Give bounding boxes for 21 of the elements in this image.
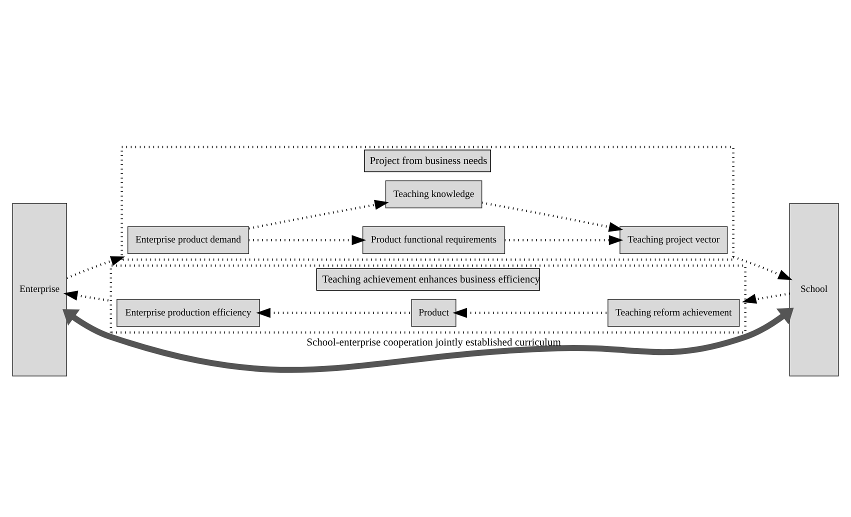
node-box: Teaching reform achievement: [608, 299, 740, 327]
arrow: [732, 256, 792, 280]
arrow: [742, 292, 790, 304]
arrow: [452, 308, 608, 318]
node-box: Enterprise: [12, 202, 67, 376]
node-box: Enterprise production efficiency: [116, 299, 260, 327]
arrow: [248, 200, 389, 230]
edge-label: School-enterprise cooperation jointly established curriculum: [306, 337, 561, 348]
node-box: Teaching project vector: [620, 226, 728, 254]
arrow: [482, 202, 624, 232]
arrow: [62, 308, 794, 373]
arrow: [66, 256, 126, 280]
arrow: [63, 290, 112, 302]
arrow: [504, 235, 624, 246]
node-box: School: [789, 202, 839, 376]
arrow: [256, 308, 412, 318]
node-box: Product: [411, 299, 456, 327]
node-box: Teaching knowledge: [385, 180, 482, 208]
node-box: Enterprise product demand: [127, 226, 250, 254]
arrow: [248, 235, 366, 246]
node-box: Product functional requirements: [362, 226, 506, 254]
